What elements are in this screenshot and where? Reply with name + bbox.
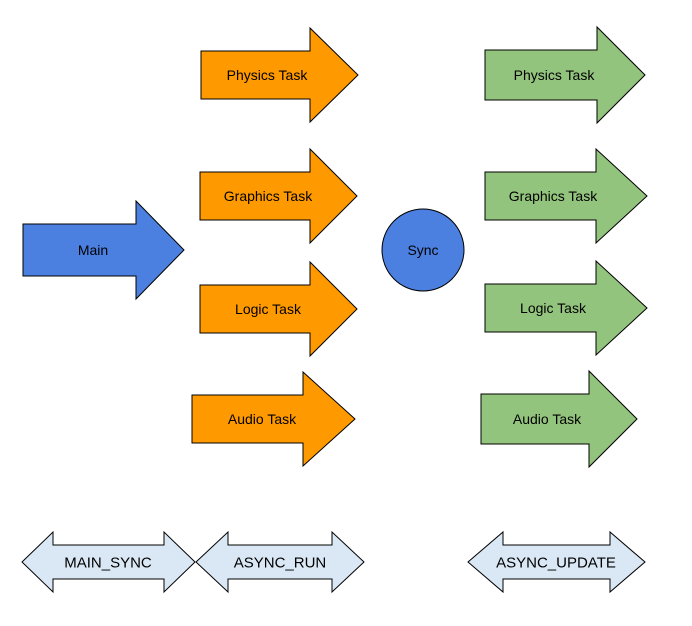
- phase-arrow-main-sync: MAIN_SYNC: [21, 530, 196, 594]
- run-task-arrow-physics: Physics Task: [200, 26, 359, 124]
- update-task-label-audio: Audio Task: [513, 411, 582, 427]
- run-task-arrow-audio: Audio Task: [191, 370, 356, 468]
- run-task-arrow-graphics-shape: [199, 147, 358, 245]
- update-task-arrow-graphics-shape: [484, 147, 648, 245]
- main-arrow-shape: [22, 199, 185, 301]
- run-task-arrow-logic: Logic Task: [199, 260, 358, 358]
- update-task-arrow-physics: Physics Task: [484, 25, 646, 125]
- main-arrow-label: Main: [78, 242, 108, 258]
- phase-arrow-async-update: ASYNC_UPDATE: [467, 530, 646, 594]
- main-arrow: Main: [22, 199, 185, 301]
- update-task-arrow-logic-shape: [484, 259, 648, 357]
- phase-arrow-async-update-shape: [467, 530, 646, 594]
- phase-arrow-async-run-shape: [195, 530, 365, 594]
- update-task-label-graphics: Graphics Task: [509, 188, 598, 204]
- phase-arrow-main-sync-shape: [21, 530, 196, 594]
- update-task-arrow-physics-shape: [484, 25, 646, 125]
- phase-arrow-async-run: ASYNC_RUN: [195, 530, 365, 594]
- phase-label-async-run: ASYNC_RUN: [234, 554, 327, 571]
- update-task-arrow-audio-shape: [480, 369, 638, 469]
- run-task-arrow-graphics: Graphics Task: [199, 147, 358, 245]
- update-task-arrow-audio: Audio Task: [480, 369, 638, 469]
- run-task-arrow-logic-shape: [199, 260, 358, 358]
- update-task-label-physics: Physics Task: [514, 67, 596, 83]
- run-task-label-physics: Physics Task: [227, 67, 309, 83]
- run-task-label-logic: Logic Task: [235, 301, 302, 317]
- sync-node-label: Sync: [407, 242, 438, 258]
- phase-label-main-sync: MAIN_SYNC: [64, 554, 152, 571]
- update-task-label-logic: Logic Task: [520, 300, 587, 316]
- phase-label-async-update: ASYNC_UPDATE: [496, 554, 616, 571]
- update-task-arrow-logic: Logic Task: [484, 259, 648, 357]
- run-task-arrow-audio-shape: [191, 370, 356, 468]
- sync-node: Sync: [381, 208, 465, 292]
- run-task-label-graphics: Graphics Task: [224, 188, 313, 204]
- run-task-arrow-physics-shape: [200, 26, 359, 124]
- run-task-label-audio: Audio Task: [228, 411, 297, 427]
- update-task-arrow-graphics: Graphics Task: [484, 147, 648, 245]
- sync-node-shape: [381, 208, 465, 292]
